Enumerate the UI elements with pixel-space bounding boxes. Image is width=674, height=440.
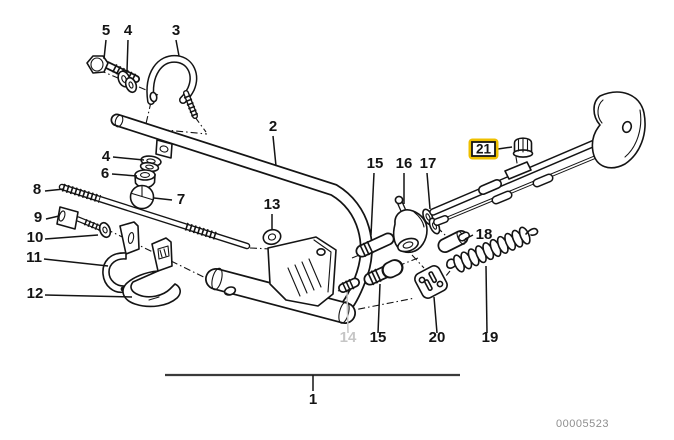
part-bushing-18 — [437, 230, 470, 253]
part-group-bracket — [165, 373, 460, 391]
part-washer-13 — [262, 228, 282, 246]
part-foot-pad — [591, 91, 646, 169]
callout-21-frame — [471, 141, 496, 157]
part-callout-17[interactable]: 17 — [420, 155, 437, 172]
part-callout-4-top[interactable]: 4 — [124, 22, 133, 39]
part-callout-15-top[interactable]: 15 — [367, 155, 384, 172]
part-callout-8[interactable]: 8 — [33, 181, 41, 198]
part-plug-14 — [338, 277, 360, 293]
part-pivot-bracket-16 — [392, 195, 428, 254]
part-callout-5[interactable]: 5 — [102, 22, 110, 39]
part-washer-10 — [98, 221, 112, 239]
part-pin-15a — [355, 232, 395, 258]
part-callout-13[interactable]: 13 — [264, 196, 281, 213]
part-curved-bracket — [122, 237, 181, 308]
part-callout-15-bottom[interactable]: 15 — [370, 329, 387, 346]
part-callout-3[interactable]: 3 — [172, 22, 180, 39]
part-plate-20 — [414, 265, 448, 299]
part-callout-10[interactable]: 10 — [27, 229, 44, 246]
part-callout-21[interactable]: 21 — [476, 142, 492, 157]
part-callouts: 5 4 3 2 4 6 7 8 13 9 10 11 12 15 16 17 1… — [26, 22, 498, 408]
part-spring-19 — [446, 226, 539, 273]
leader-lines — [43, 39, 513, 334]
part-nut — [134, 169, 156, 189]
part-callout-12[interactable]: 12 — [27, 285, 44, 302]
drawing-number: 00005523 — [556, 418, 609, 430]
part-callout-19[interactable]: 19 — [482, 329, 499, 346]
part-callout-7[interactable]: 7 — [177, 191, 185, 208]
part-callout-6[interactable]: 6 — [101, 165, 109, 182]
part-rubber-cap-21 — [512, 137, 534, 158]
part-callout-2[interactable]: 2 — [269, 118, 277, 135]
part-washer-top — [117, 70, 138, 94]
part-socket-bolt — [56, 206, 103, 232]
part-callout-14-muted[interactable]: 14 — [340, 329, 357, 346]
part-long-stud — [58, 183, 251, 250]
part-pin-15b — [363, 259, 404, 286]
highlighted-callout-21[interactable]: 21 — [468, 138, 499, 160]
part-callout-11[interactable]: 11 — [26, 249, 42, 266]
part-callout-9[interactable]: 9 — [34, 209, 42, 226]
part-clamp — [146, 54, 199, 119]
part-cap-nut — [129, 184, 155, 210]
part-stand-lever — [429, 138, 607, 226]
part-callout-16[interactable]: 16 — [396, 155, 413, 172]
part-callout-20[interactable]: 20 — [429, 329, 446, 346]
part-callout-4-mid[interactable]: 4 — [102, 148, 111, 165]
part-frame-bar — [110, 113, 373, 324]
part-callout-1[interactable]: 1 — [309, 391, 317, 408]
part-callout-18[interactable]: 18 — [476, 226, 493, 243]
